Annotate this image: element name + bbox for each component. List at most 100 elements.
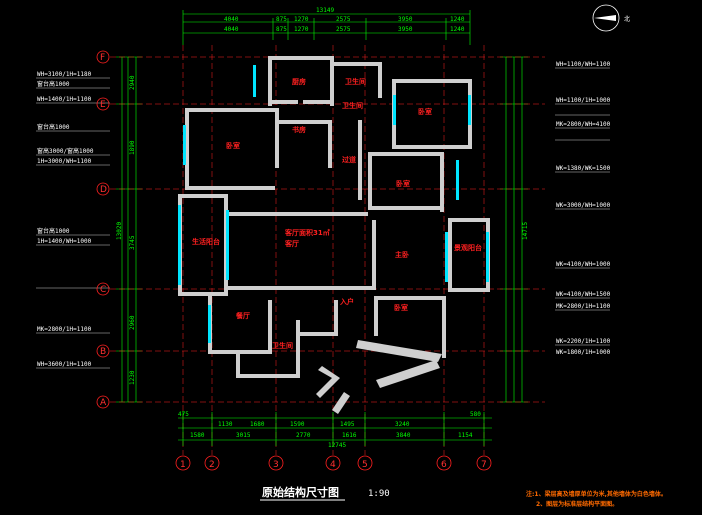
top-dim: 4040 [224, 16, 239, 23]
annotation: MK=2800/1H=1100 [37, 326, 92, 333]
annotation: WH=3600/1H=1100 [37, 361, 92, 368]
room-entrance: 入户 [339, 297, 354, 306]
grid-row-label: C [100, 285, 106, 295]
room-bedroom-mid: 卧室 [396, 179, 410, 188]
room-corridor: 过道 [342, 155, 356, 164]
notes: 注:1、梁层高及墙厚单位为米,其他墙体为白色墙体。 2、图层为标准层结构平面图。 [526, 490, 667, 508]
left-side-dims: 2940 1890 3745 2960 1230 [129, 75, 136, 385]
right-overall-dim: 14715 [522, 222, 529, 240]
bottom-dim: 475 [178, 411, 189, 418]
grid-col-label: 5 [362, 460, 368, 470]
room-bedroom-bl: 餐厅 [235, 311, 250, 320]
grid-row-label: A [100, 398, 107, 408]
right-annotations: WH=1100/WH=1100 WH=1100/1H=1000 MK=2800/… [555, 61, 611, 356]
room-study: 书房 [292, 125, 306, 134]
top-dim: 2575 [336, 16, 351, 23]
bottom-dim: 1495 [340, 421, 355, 428]
left-overall-dim: 13020 [116, 222, 123, 240]
top-dim: 1270 [294, 26, 309, 33]
grid-row-bubbles [96, 50, 110, 409]
room-bedroom-br: 卧室 [394, 303, 408, 312]
top-dim: 1240 [450, 26, 465, 33]
room-master-bed: 主卧 [395, 250, 409, 259]
room-bath-2: 卫生间 [342, 101, 363, 110]
top-dim: 3950 [398, 16, 413, 23]
annotation: WH=1100/WH=1100 [556, 61, 611, 68]
room-living-area: 客厅面积31㎡ [284, 228, 330, 237]
top-dim: 2575 [336, 26, 351, 33]
grid-col-label: 4 [330, 460, 336, 470]
bottom-dim: 1680 [250, 421, 265, 428]
left-dim: 1890 [129, 140, 136, 155]
windows [178, 65, 489, 343]
bottom-dim: 1154 [458, 432, 473, 439]
bottom-dim-row1: 475 1130 1680 1590 1495 3240 580 [178, 411, 481, 428]
bottom-dim: 1616 [342, 432, 357, 439]
bottom-dim: 3840 [396, 432, 411, 439]
top-dim: 875 [276, 16, 287, 23]
room-bedroom-tr: 卧室 [418, 107, 432, 116]
top-dim: 1270 [294, 16, 309, 23]
bottom-dim: 1130 [218, 421, 233, 428]
annotation: 1H=1400/WH=1000 [37, 238, 92, 245]
overall-bottom-dim: 12745 [328, 442, 346, 449]
room-labels: 厨房 卫生间 卧室 卧室 书房 卫生间 过道 卧室 生活阳台 客厅面积31㎡ 客… [192, 77, 482, 350]
right-dimensions [500, 56, 528, 403]
left-dim: 2940 [129, 75, 136, 90]
annotation: WK=4100/WH=1500 [556, 291, 611, 298]
annotation: WK=3000/WH=1000 [556, 202, 611, 209]
room-kitchen: 厨房 [292, 77, 306, 86]
annotation: 窗台高1000 [37, 123, 70, 131]
annotation: MK=2800/1H=1100 [556, 303, 611, 310]
bottom-dim: 3015 [236, 432, 251, 439]
annotation: 窗高3000/窗高1000 [37, 147, 94, 155]
top-dimensions [182, 10, 471, 45]
north-label: 北 [624, 15, 630, 23]
grid-col-label: 2 [209, 460, 215, 470]
title-block: 原始结构尺寸图 1:90 [260, 485, 390, 501]
bottom-dim-row2: 1580 3015 2770 1616 3840 1154 [190, 432, 473, 439]
building-walls [178, 56, 490, 414]
room-balcony-left: 生活阳台 [192, 237, 220, 246]
left-dim: 3745 [129, 235, 136, 250]
grid-col-label: 1 [180, 460, 186, 470]
grid-row-label: B [100, 347, 106, 357]
annotation: WK=4100/WH=1000 [556, 261, 611, 268]
grid-col-bubbles [175, 455, 492, 471]
annotation: MK=2800/WH=4100 [556, 121, 611, 128]
grid-row-label: E [100, 100, 106, 110]
annotation: 窗台高1000 [37, 80, 70, 88]
bottom-dim: 1580 [190, 432, 205, 439]
room-bath-1: 卫生间 [345, 77, 366, 86]
note-line-2: 2、图层为标准层结构平面图。 [536, 500, 618, 508]
annotation: WK=1380/WK=1500 [556, 165, 611, 172]
annotation: WH=3100/1H=1180 [37, 71, 92, 78]
room-balcony-right: 景观阳台 [453, 243, 482, 252]
bottom-dim: 580 [470, 411, 481, 418]
annotation: WK=2200/1H=1100 [556, 338, 611, 345]
grid-col-label: 6 [441, 460, 447, 470]
overall-top-dim: 13149 [316, 7, 334, 14]
bottom-dim: 3240 [395, 421, 410, 428]
top-dim-row1: 4040 875 1270 2575 3950 1240 [224, 16, 465, 23]
annotation: WH=1100/1H=1000 [556, 97, 611, 104]
annotation: 窗台高1000 [37, 227, 70, 235]
annotation: 1H=3000/WH=1100 [37, 158, 92, 165]
annotation: WH=1400/1H=1100 [37, 96, 92, 103]
top-dim-row2: 4040 875 1270 2575 3950 1240 [224, 26, 465, 33]
grid-row-label: F [100, 53, 105, 63]
grid-row-label: D [100, 185, 107, 195]
left-dim: 1230 [129, 370, 136, 385]
north-arrow: 北 [592, 4, 630, 32]
room-bath-3: 卫生间 [272, 341, 293, 350]
room-bedroom-tl: 卧室 [226, 141, 240, 150]
top-dim: 875 [276, 26, 287, 33]
annotation: WK=1800/1H=1000 [556, 349, 611, 356]
left-annotations: WH=3100/1H=1180 窗台高1000 WH=1400/1H=1100 … [36, 71, 110, 369]
note-line-1: 注:1、梁层高及墙厚单位为米,其他墙体为白色墙体。 [526, 490, 667, 498]
room-living: 客厅 [284, 239, 299, 248]
top-dim: 3950 [398, 26, 413, 33]
drawing-title: 原始结构尺寸图 [262, 485, 339, 499]
grid-col-label: 3 [273, 460, 279, 470]
